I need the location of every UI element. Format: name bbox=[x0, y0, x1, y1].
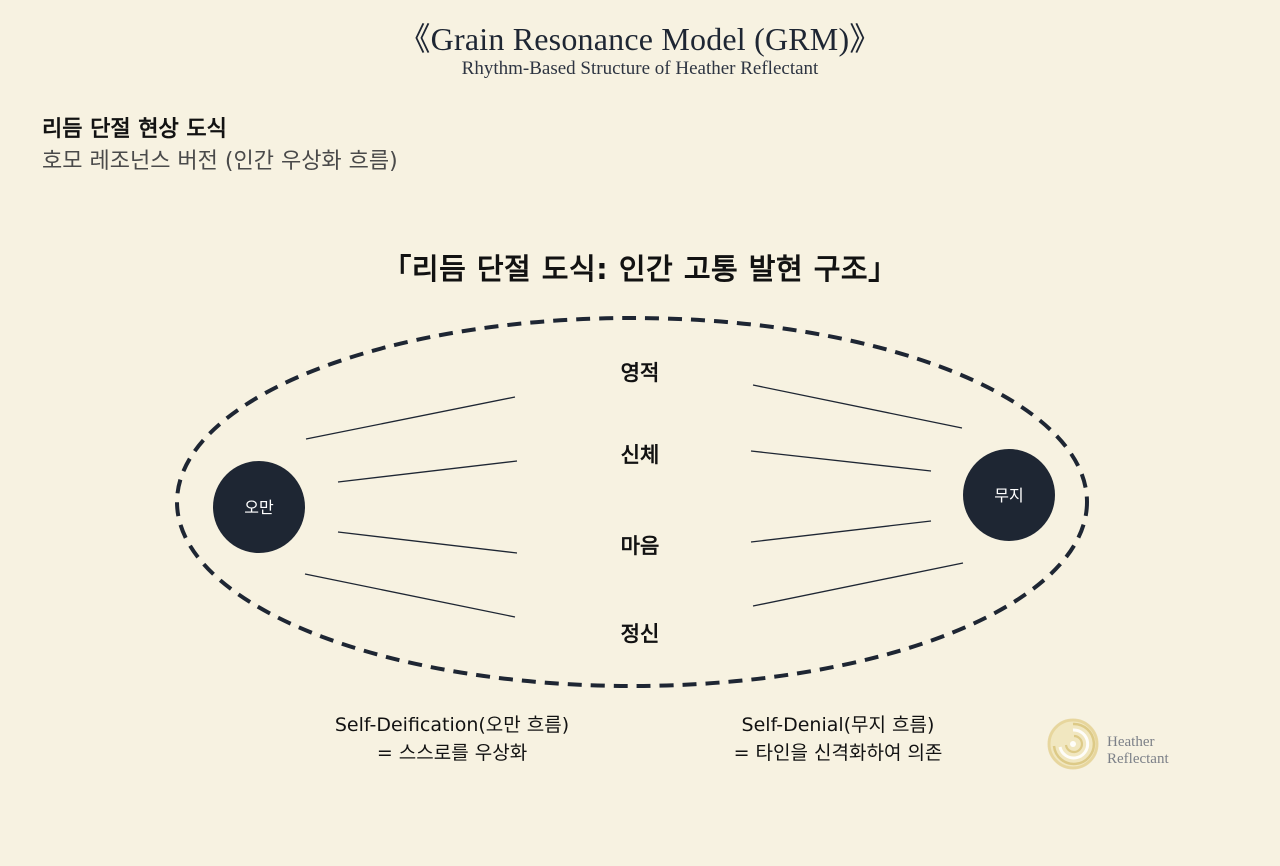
dashed-ellipse bbox=[175, 316, 1089, 688]
connector-line bbox=[304, 573, 516, 618]
connector-line bbox=[752, 562, 964, 607]
diagram-title: 「리듬 단절 도식: 인간 고통 발현 구조」 bbox=[382, 252, 898, 286]
logo-line-2: Reflectant bbox=[1107, 751, 1169, 767]
center-label-heart: 마음 bbox=[621, 534, 660, 558]
header: 《Grain Resonance Model (GRM)》 Rhythm-Bas… bbox=[0, 18, 1280, 79]
swirl-logo-icon bbox=[1047, 718, 1099, 770]
brand-logo: Heather Reflectant bbox=[1045, 716, 1195, 772]
right-node bbox=[963, 449, 1055, 541]
footnote-left-line-2: = 스스로를 우상화 bbox=[376, 742, 528, 764]
connector-line bbox=[750, 520, 932, 543]
page-title: 《Grain Resonance Model (GRM)》 bbox=[398, 21, 882, 57]
footnote-left: Self-Deification(오만 흐름) = 스스로를 우상화 bbox=[272, 711, 632, 767]
logo-line-1: Heather bbox=[1107, 734, 1155, 750]
connector-line bbox=[750, 450, 932, 472]
footnote-right: Self-Denial(무지 흐름) = 타인을 신격화하여 의존 bbox=[658, 711, 1018, 767]
caption: 리듬 단절 현상 도식 호모 레조넌스 버전 (인간 우상화 흐름) bbox=[42, 114, 398, 178]
center-label-mind: 정신 bbox=[621, 622, 660, 646]
connector-line bbox=[337, 460, 518, 483]
connector-lines bbox=[304, 384, 964, 618]
connector-line bbox=[337, 531, 518, 554]
right-node-label: 무지 bbox=[994, 486, 1023, 505]
footnote-right-line-1: Self-Denial(무지 흐름) bbox=[741, 714, 935, 736]
center-label-spirit: 영적 bbox=[621, 361, 660, 385]
caption-line-1: 리듬 단절 현상 도식 bbox=[42, 117, 227, 142]
footnote-left-line-1: Self-Deification(오만 흐름) bbox=[334, 714, 570, 736]
logo-text: Heather Reflectant bbox=[1107, 734, 1169, 768]
left-node bbox=[213, 461, 305, 553]
connector-line bbox=[752, 384, 963, 429]
page-subtitle: Rhythm-Based Structure of Heather Reflec… bbox=[461, 58, 819, 79]
connector-line bbox=[305, 396, 516, 440]
footnote-right-line-2: = 타인을 신격화하여 의존 bbox=[733, 742, 943, 764]
center-label-body: 신체 bbox=[621, 443, 660, 467]
left-node-label: 오만 bbox=[244, 498, 274, 517]
caption-line-2: 호모 레조넌스 버전 (인간 우상화 흐름) bbox=[42, 149, 398, 174]
